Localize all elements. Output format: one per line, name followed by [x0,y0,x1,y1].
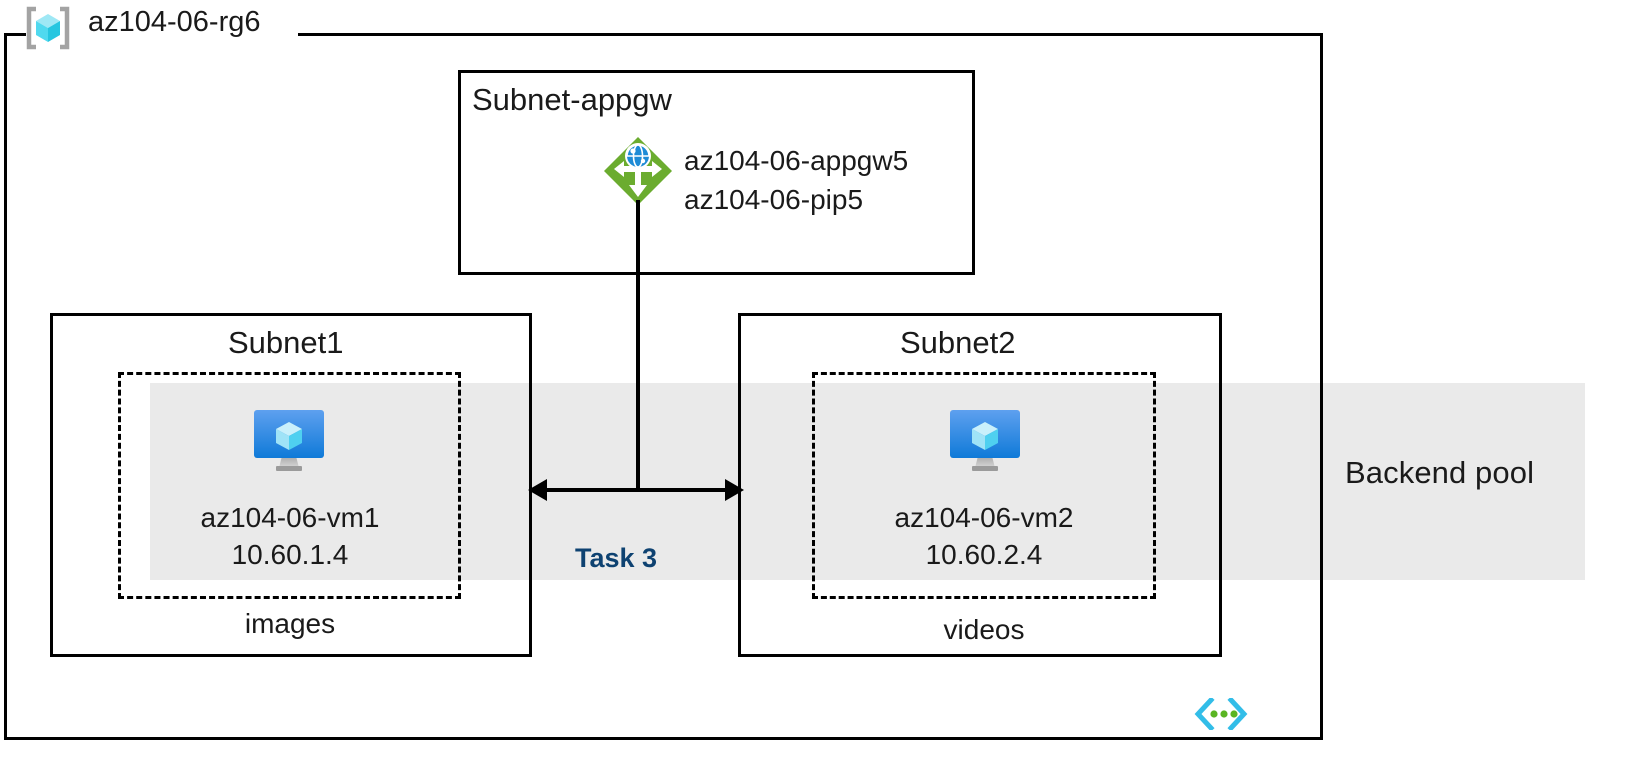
backend-pool-label: Backend pool [1345,455,1535,490]
subnet2-vm-labels: az104-06-vm2 10.60.2.4 [814,500,1154,574]
appgw-connector-line [636,200,640,492]
appgw-resource-name: az104-06-appgw5 [684,145,909,176]
application-gateway-icon [602,135,674,207]
application-gateway-labels: az104-06-appgw5 az104-06-pip5 [684,142,908,219]
vm2-ip: 10.60.2.4 [925,538,1043,570]
resource-group-label-gap [26,24,298,44]
subnet2-box [738,313,1222,657]
subnet-connector-arrow [532,488,740,492]
subnet1-asg-dashed-box [118,372,461,599]
subnet2-asg-dashed-box [812,372,1156,599]
resource-group-name: az104-06-rg6 [88,6,261,38]
virtual-machine-icon [252,408,326,474]
subnet-appgw-title: Subnet-appgw [472,82,672,117]
subnet2-asg-label: videos [943,614,1025,645]
subnet1-vm-labels: az104-06-vm1 10.60.1.4 [120,500,460,574]
backend-pool-band [150,383,1585,580]
virtual-machine-icon [948,408,1022,474]
resource-group-boundary [4,33,1323,740]
subnet1-box [50,313,532,657]
vm1-name: az104-06-vm1 [200,502,380,533]
subnet1-title: Subnet1 [228,325,344,360]
subnet1-asg-label: images [244,608,336,639]
task-3-label: Task 3 [575,543,658,573]
virtual-network-icon [1194,696,1248,732]
vm1-ip: 10.60.1.4 [231,538,349,570]
subnet-appgw-box [458,70,975,275]
vm2-name: az104-06-vm2 [894,502,1074,533]
arrowhead-left-icon [528,479,547,501]
resource-group-cube-icon [22,5,74,51]
subnet2-title: Subnet2 [900,325,1016,360]
public-ip-name: az104-06-pip5 [684,183,864,215]
